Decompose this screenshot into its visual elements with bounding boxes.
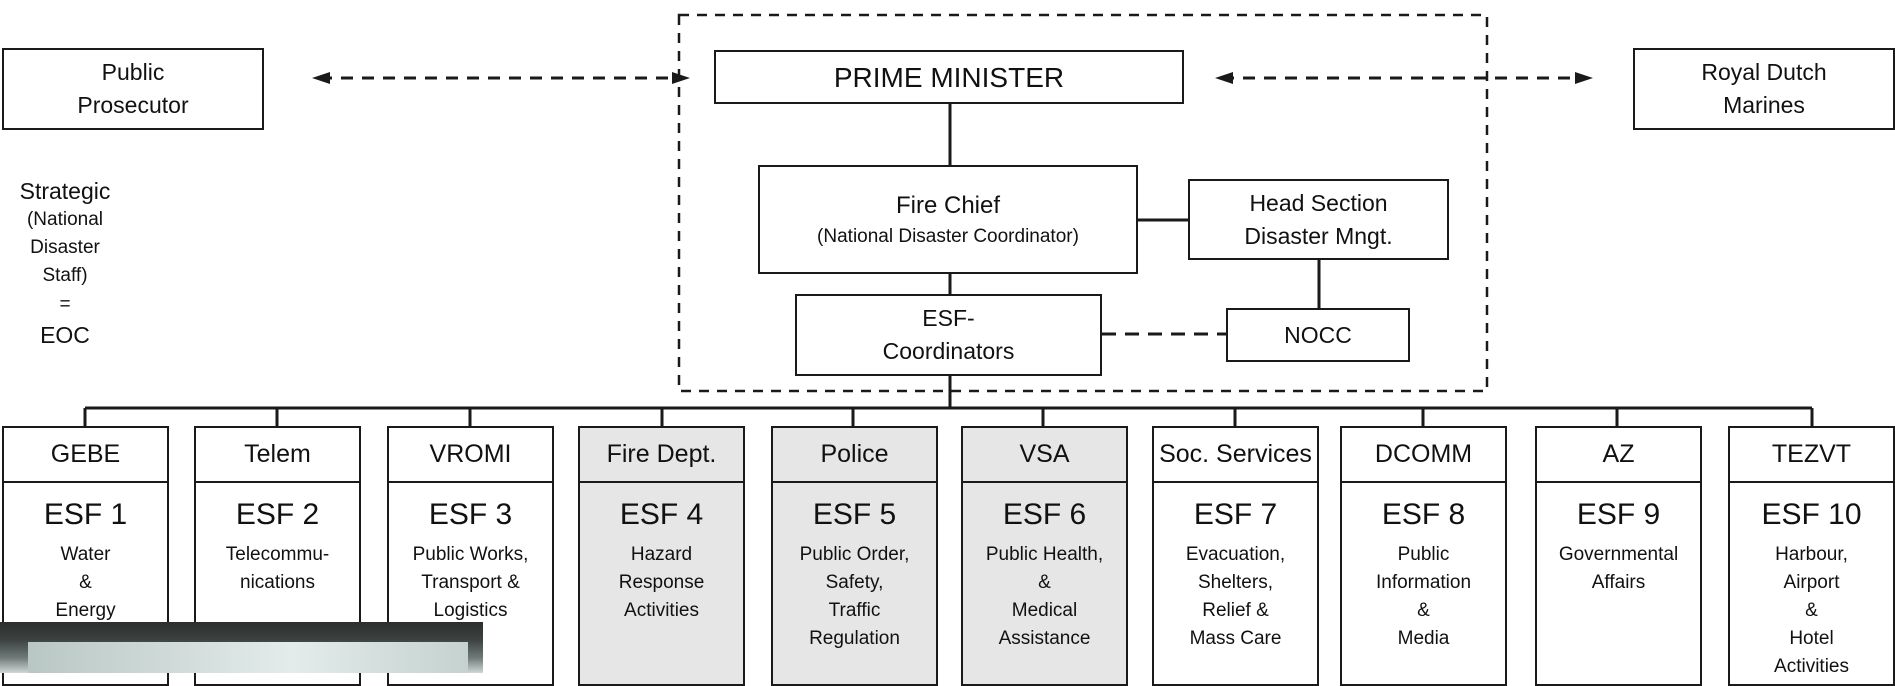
esf-description-4: Hazard Response Activities	[618, 544, 705, 621]
esf-column-6: VSA ESF 6 Public Health, & Medical Assis…	[961, 426, 1128, 686]
prime-minister-box: PRIME MINISTER	[714, 50, 1184, 104]
esf-agency-tezvt: TEZVT	[1730, 428, 1893, 483]
head-section-box: Head Section Disaster Mngt.	[1188, 179, 1449, 260]
esf-description-5: Public Order, Safety, Traffic Regulation	[799, 544, 910, 649]
esf-column-7: Soc. Services ESF 7 Evacuation, Shelters…	[1152, 426, 1319, 686]
esf-coordinators-box: ESF- Coordinators	[795, 294, 1102, 376]
nocc-label: NOCC	[1284, 321, 1352, 348]
esf-description-9: Governmental Affairs	[1558, 544, 1679, 593]
esf-description-8: Public Information & Media	[1375, 544, 1472, 649]
esf-description-1: Water & Energy	[55, 544, 116, 621]
esf-coordinators-label: ESF- Coordinators	[882, 305, 1015, 364]
nocc-box: NOCC	[1226, 308, 1410, 362]
prime-minister-label: PRIME MINISTER	[833, 61, 1065, 93]
esf-column-8: DCOMM ESF 8 Public Information & Media	[1340, 426, 1507, 686]
fire-chief-title: Fire Chief	[895, 191, 1001, 219]
esf-number-2: ESF 2	[235, 498, 320, 531]
strategic-label: Strategic (National Disaster Staff) = EO…	[0, 176, 130, 350]
esf-number-10: ESF 10	[1761, 498, 1862, 531]
fire-chief-subtitle: (National Disaster Coordinator)	[817, 225, 1079, 247]
esf-agency-gebe: GEBE	[4, 428, 167, 483]
esf-number-8: ESF 8	[1381, 498, 1466, 531]
royal-marines-box: Royal Dutch Marines	[1633, 48, 1895, 130]
strategic-line2: (National Disaster Staff)	[26, 209, 104, 286]
arrowhead-right-2	[1575, 72, 1593, 84]
arrowhead-left-1	[312, 72, 330, 84]
esf-agency-soc-services: Soc. Services	[1154, 428, 1317, 483]
esf-agency-police: Police	[773, 428, 936, 483]
esf-number-9: ESF 9	[1576, 498, 1661, 531]
esf-column-10: TEZVT ESF 10 Harbour, Airport & Hotel Ac…	[1728, 426, 1895, 686]
esf-column-4: Fire Dept. ESF 4 Hazard Response Activit…	[578, 426, 745, 686]
esf-description-7: Evacuation, Shelters, Relief & Mass Care	[1185, 544, 1286, 649]
esf-agency-telem: Telem	[196, 428, 359, 483]
strategic-line4: EOC	[40, 322, 90, 348]
esf-description-10: Harbour, Airport & Hotel Activities	[1774, 544, 1849, 677]
esf-description-2: Telecommu- nications	[225, 544, 330, 593]
esf-description-6: Public Health, & Medical Assistance	[985, 544, 1104, 649]
head-section-label: Head Section Disaster Mngt.	[1244, 189, 1393, 249]
strategic-line3: =	[59, 294, 71, 315]
public-prosecutor-label: Public Prosecutor	[77, 59, 189, 118]
esf-number-7: ESF 7	[1193, 498, 1278, 531]
esf-agency-vromi: VROMI	[389, 428, 552, 483]
fire-chief-box: Fire Chief (National Disaster Coordinato…	[758, 165, 1138, 274]
esf-description-3: Public Works, Transport & Logistics	[412, 544, 529, 621]
strategic-boundary	[677, 13, 1489, 393]
arrowhead-right-1	[672, 72, 690, 84]
esf-number-5: ESF 5	[812, 498, 897, 531]
overlay-photo	[0, 622, 483, 673]
esf-agency-vsa: VSA	[963, 428, 1126, 483]
esf-agency-dcomm: DCOMM	[1342, 428, 1505, 483]
esf-agency-az: AZ	[1537, 428, 1700, 483]
esf-number-4: ESF 4	[619, 498, 704, 531]
arrowhead-left-2	[1215, 72, 1233, 84]
royal-marines-label: Royal Dutch Marines	[1701, 59, 1827, 118]
overlay-photo-screen	[28, 642, 468, 673]
public-prosecutor-box: Public Prosecutor	[2, 48, 264, 130]
esf-agency-fire-dept: Fire Dept.	[580, 428, 743, 483]
esf-number-6: ESF 6	[1002, 498, 1087, 531]
esf-number-3: ESF 3	[428, 498, 513, 531]
esf-column-9: AZ ESF 9 Governmental Affairs	[1535, 426, 1702, 686]
esf-column-5: Police ESF 5 Public Order, Safety, Traff…	[771, 426, 938, 686]
esf-number-1: ESF 1	[43, 498, 128, 531]
strategic-line1: Strategic	[19, 178, 111, 204]
